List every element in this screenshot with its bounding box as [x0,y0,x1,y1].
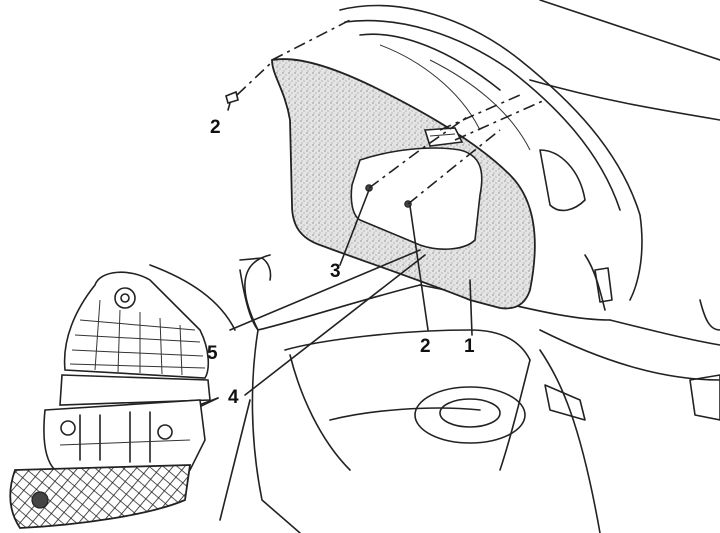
callout-4: 4 [228,387,239,408]
trunk-lid-outer [339,4,643,311]
callout-1: 1 [464,336,475,357]
leader-lines [154,189,473,429]
callout-5: 5 [207,343,218,364]
callout-2-bottom: 2 [420,336,431,357]
callout-3: 3 [330,261,341,282]
detail-view-clip [9,271,211,529]
car-body [239,0,720,533]
assembly-lines [236,19,546,205]
trunk-lid-trim-panel [271,58,536,310]
loose-clip [225,90,239,111]
callout-2-top: 2 [210,117,221,138]
detail-connector [149,249,426,521]
